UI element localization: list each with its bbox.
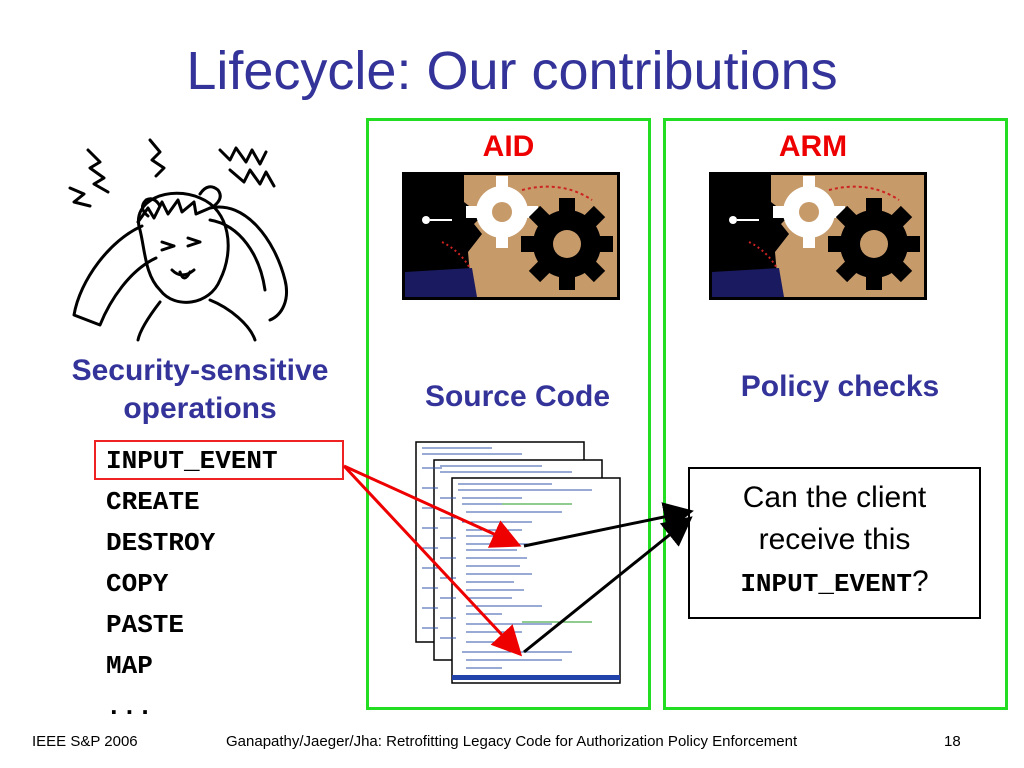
aid-man-gears-icon	[402, 172, 620, 300]
question-line3: INPUT_EVENT?	[690, 561, 979, 605]
aid-panel	[366, 118, 651, 710]
operation-paste: PASTE	[106, 610, 185, 640]
arrow-to-code-bottom	[342, 464, 523, 657]
question-mark: ?	[911, 565, 929, 598]
arrow-code-to-question-bottom	[523, 516, 693, 654]
operation-create: CREATE	[106, 487, 200, 517]
operation-map: MAP	[106, 651, 153, 681]
footer-page-number: 18	[944, 733, 961, 750]
arm-panel	[663, 118, 1008, 710]
slide-title: Lifecycle: Our contributions	[186, 41, 838, 101]
arrow-to-code-top	[343, 464, 522, 548]
arm-label: ARM	[778, 130, 848, 163]
aid-label: AID	[482, 130, 535, 163]
aid-caption: Source Code	[424, 380, 611, 413]
arm-caption: Policy checks	[740, 370, 940, 403]
arm-man-gears-icon	[709, 172, 927, 300]
footer-citation: Ganapathy/Jaeger/Jha: Retrofitting Legac…	[226, 733, 798, 750]
policy-question-box: Can the client receive this INPUT_EVENT?	[688, 467, 981, 619]
operation-copy: COPY	[106, 569, 169, 599]
operation-destroy: DESTROY	[106, 528, 216, 558]
highlight-box	[94, 440, 344, 480]
operation-input-event: INPUT_EVENT	[106, 446, 278, 476]
question-line2: receive this	[758, 523, 911, 556]
left-heading-line2: operations	[123, 392, 277, 425]
operation-ellipsis: ...	[106, 692, 153, 722]
frustrated-man-icon	[60, 130, 320, 345]
left-heading-line1: Security-sensitive	[71, 354, 329, 387]
question-code: INPUT_EVENT	[740, 569, 912, 599]
question-line1: Can the client	[742, 481, 927, 514]
source-code-pages-icon	[402, 438, 622, 688]
footer-venue: IEEE S&P 2006	[32, 733, 138, 750]
